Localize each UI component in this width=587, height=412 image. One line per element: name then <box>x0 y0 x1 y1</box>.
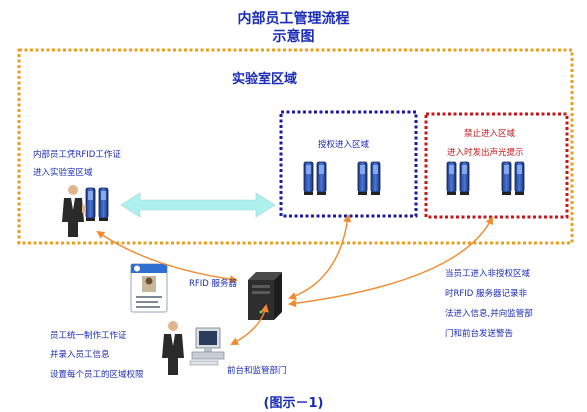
admin-figure-icon <box>162 321 184 375</box>
forbidden-zone-note: 进入时发出声光提示 <box>447 148 524 158</box>
entry-double-arrow <box>120 192 276 218</box>
employee-server-arrow <box>96 230 238 284</box>
authorized-gate-icon <box>303 161 327 196</box>
alert-note-line2: 时RFID 服务器记录非 <box>445 289 528 299</box>
forbidden-zone-border <box>424 112 569 219</box>
forbidden-gate-icon <box>446 161 470 196</box>
authorized-server-arrow <box>288 214 352 300</box>
alert-note-line3: 法进入信息,并向监管部 <box>445 309 533 319</box>
alert-note-line4: 门和前台发送警告 <box>445 329 514 339</box>
employee-figure-icon <box>62 185 86 237</box>
lab-area-border <box>17 48 574 245</box>
forbidden-server-arrow <box>288 216 493 308</box>
computer-icon <box>189 327 225 366</box>
admin-note-line1: 员工统一制作工作证 <box>50 331 127 341</box>
authorized-gate-icon <box>357 161 381 196</box>
forbidden-gate-icon <box>501 161 525 196</box>
diagram-subtitle: 示意图 <box>272 29 315 45</box>
admin-note-line2: 并录入员工信息 <box>50 350 110 360</box>
reception-label: 前台和监管部门 <box>227 366 287 376</box>
figure-caption: (图示－1) <box>263 396 324 411</box>
server-reception-arrow <box>230 304 269 345</box>
id-card-icon <box>130 263 168 313</box>
authorized-zone-border <box>279 110 418 218</box>
admin-note-line3: 设置每个员工的区域权限 <box>50 370 144 380</box>
authorized-zone-label: 授权进入区域 <box>318 140 370 150</box>
entrance-gate-icon <box>85 187 109 222</box>
alert-note-line1: 当员工进入非授权区域 <box>445 269 531 279</box>
server-icon <box>248 272 282 320</box>
employee-note-line1: 内部员工凭RFID工作证 <box>33 150 121 160</box>
lab-area-label: 实验室区域 <box>232 72 298 87</box>
rfid-server-label: RFID 服务器 <box>189 279 238 289</box>
employee-note-line2: 进入实验室区域 <box>33 168 93 178</box>
diagram-title: 内部员工管理流程 <box>237 11 350 27</box>
forbidden-zone-label: 禁止进入区域 <box>464 129 516 139</box>
